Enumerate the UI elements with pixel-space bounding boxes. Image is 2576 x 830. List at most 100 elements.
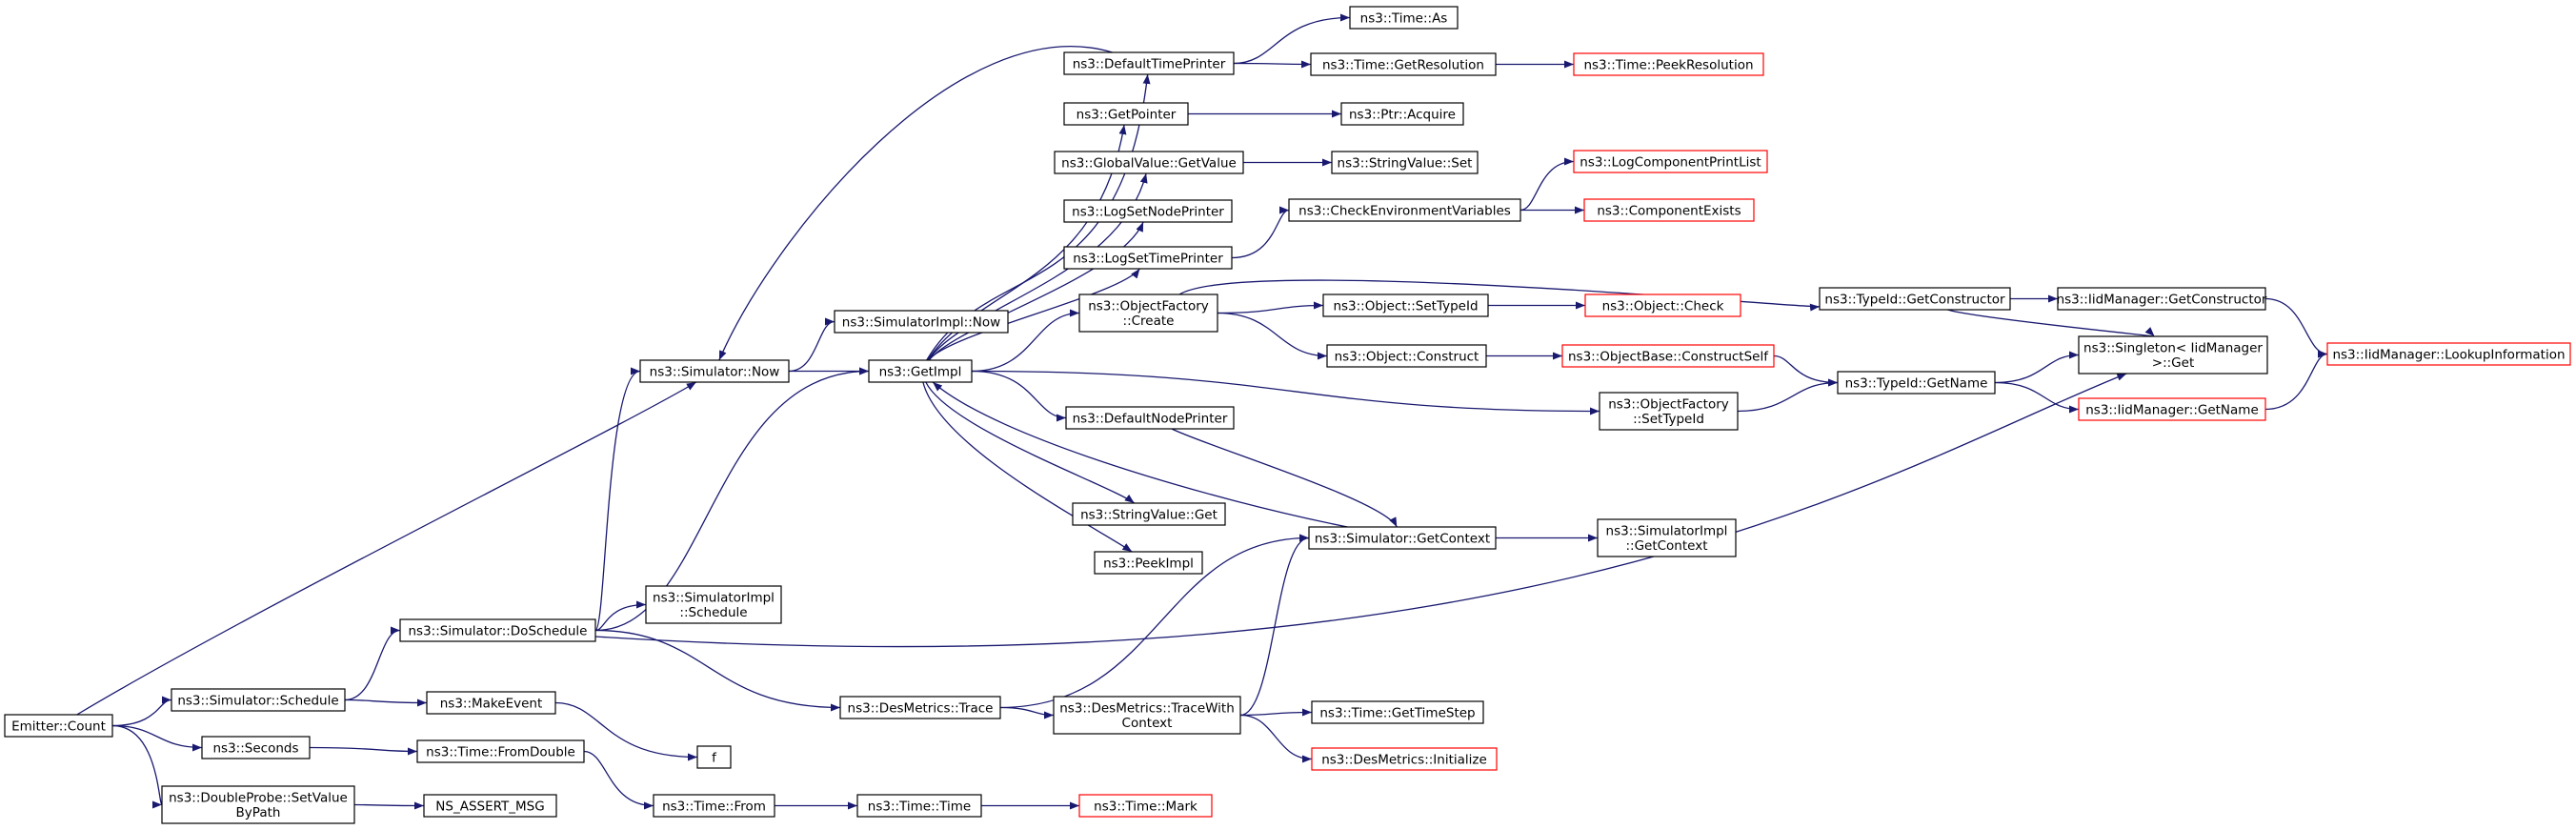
node-label: ns3::DesMetrics::Initialize xyxy=(1321,752,1487,767)
node-box xyxy=(1819,287,2011,311)
node-label: ns3::TypeId::GetName xyxy=(1845,375,1988,391)
node-label: NS_ASSERT_MSG xyxy=(435,799,544,814)
edge-check-env-vars-to-log-component-print-list xyxy=(1519,157,1575,212)
node-dm-trace[interactable]: ns3::DesMetrics::Trace xyxy=(839,696,1001,719)
node-label: ns3::ObjectFactory xyxy=(1608,397,1729,413)
node-time-gettimestep[interactable]: ns3::Time::GetTimeStep xyxy=(1311,700,1484,724)
node-box xyxy=(1311,700,1484,724)
edge-default-time-printer-to-time-getresolution xyxy=(1233,60,1312,69)
edge-getimpl-to-of-create xyxy=(971,309,1080,373)
node-box xyxy=(1063,246,1233,270)
node-label: ns3::DesMetrics::Trace xyxy=(848,700,994,716)
node-box xyxy=(1288,198,1521,222)
node-label: ns3::Simulator::Now xyxy=(650,364,780,379)
edge-sim-getcontext-to-getimpl xyxy=(932,381,1348,528)
node-label: ns3::DefaultTimePrinter xyxy=(1073,56,1226,71)
node-time-getresolution[interactable]: ns3::Time::GetResolution xyxy=(1310,52,1497,76)
node-label: ns3::SimulatorImpl xyxy=(1606,524,1728,539)
node-peekimpl[interactable]: ns3::PeekImpl xyxy=(1094,551,1203,575)
node-sim-getcontext[interactable]: ns3::Simulator::GetContext xyxy=(1308,526,1497,550)
node-time-as[interactable]: ns3::Time::As xyxy=(1349,6,1459,30)
node-getimpl[interactable]: ns3::GetImpl xyxy=(868,359,973,383)
edge-iidmgr-getname-to-iidmgr-lookupinfo xyxy=(2264,350,2328,411)
node-make-event[interactable]: ns3::MakeEvent xyxy=(426,691,556,715)
node-time-mark[interactable]: ns3::Time::Mark xyxy=(1078,794,1213,818)
node-of-settypeid[interactable]: ns3::ObjectFactory::SetTypeId xyxy=(1599,392,1739,431)
node-label: ns3::Time::PeekResolution xyxy=(1583,57,1753,72)
node-sim-schedule[interactable]: ns3::Simulator::Schedule xyxy=(171,688,346,712)
node-objectbase-constructself[interactable]: ns3::ObjectBase::ConstructSelf xyxy=(1561,344,1775,368)
node-simimpl-getcontext[interactable]: ns3::SimulatorImpl::GetContext xyxy=(1597,518,1737,557)
edge-typeid-getname-to-singleton-get xyxy=(1994,351,2080,384)
node-label: ns3::SimulatorImpl xyxy=(653,591,775,606)
node-box xyxy=(1054,151,1244,174)
node-box xyxy=(1837,371,1996,395)
node-default-node-printer[interactable]: ns3::DefaultNodePrinter xyxy=(1065,406,1235,430)
node-label: ns3::MakeEvent xyxy=(440,696,543,711)
node-label: ns3::ObjectFactory xyxy=(1088,299,1209,314)
node-box xyxy=(1573,150,1768,173)
node-f[interactable]: f xyxy=(696,745,732,769)
node-time-fromdouble[interactable]: ns3::Time::FromDouble xyxy=(416,739,585,763)
edge-objectbase-constructself-to-typeid-getname xyxy=(1773,354,1839,387)
node-sim-now[interactable]: ns3::Simulator::Now xyxy=(639,359,790,383)
node-typeid-getconstructor[interactable]: ns3::TypeId::GetConstructor xyxy=(1819,287,2011,311)
edge-getimpl-to-getpointer xyxy=(927,124,1127,361)
nodes-layer: Emitter::Countns3::Simulator::Schedulens… xyxy=(4,6,2571,824)
node-iidmgr-lookupinfo[interactable]: ns3::IidManager::LookupInformation xyxy=(2326,342,2571,366)
node-object-construct[interactable]: ns3::Object::Construct xyxy=(1326,344,1487,368)
node-box xyxy=(1063,51,1235,75)
node-seconds[interactable]: ns3::Seconds xyxy=(201,736,311,759)
node-label: ns3::LogSetTimePrinter xyxy=(1073,251,1223,266)
node-simimpl-now[interactable]: ns3::SimulatorImpl::Now xyxy=(834,310,1009,334)
edge-iidmgr-getconstructor-to-iidmgr-lookupinfo xyxy=(2264,297,2328,358)
node-sv-set[interactable]: ns3::StringValue::Set xyxy=(1331,151,1479,174)
node-label: ns3::Time::From xyxy=(662,799,766,814)
node-iidmgr-getname[interactable]: ns3::IidManager::GetName xyxy=(2078,397,2266,421)
node-default-time-printer[interactable]: ns3::DefaultTimePrinter xyxy=(1063,51,1235,75)
node-box xyxy=(1583,198,1755,222)
node-ptr-acquire[interactable]: ns3::Ptr::Acquire xyxy=(1340,102,1464,126)
node-of-create[interactable]: ns3::ObjectFactory::Create xyxy=(1078,294,1218,333)
node-sim-doschedule[interactable]: ns3::Simulator::DoSchedule xyxy=(399,618,596,642)
node-typeid-getname[interactable]: ns3::TypeId::GetName xyxy=(1837,371,1996,395)
edge-getimpl-to-peekimpl xyxy=(922,381,1133,553)
node-check-env-vars[interactable]: ns3::CheckEnvironmentVariables xyxy=(1288,198,1521,222)
node-label: ns3::Time::GetResolution xyxy=(1322,57,1484,72)
node-ns-assert[interactable]: NS_ASSERT_MSG xyxy=(423,794,557,818)
node-dm-initialize[interactable]: ns3::DesMetrics::Initialize xyxy=(1311,747,1498,771)
node-sv-get[interactable]: ns3::StringValue::Get xyxy=(1072,502,1226,526)
node-log-component-print-list[interactable]: ns3::LogComponentPrintList xyxy=(1573,150,1768,173)
node-label: ns3::Simulator::Schedule xyxy=(177,693,338,708)
node-time-time[interactable]: ns3::Time::Time xyxy=(856,794,982,818)
node-log-set-node-printer[interactable]: ns3::LogSetNodePrinter xyxy=(1063,199,1233,223)
node-iidmgr-getconstructor[interactable]: ns3::IidManager::GetConstructor xyxy=(2057,287,2267,311)
node-label: ns3::Time::As xyxy=(1360,10,1448,26)
node-label: ns3::Time::FromDouble xyxy=(426,744,575,759)
edge-dm-tracewith-to-time-gettimestep xyxy=(1239,708,1313,717)
edge-emitter-count-to-seconds xyxy=(111,724,203,752)
node-label: ns3::Seconds xyxy=(213,740,299,756)
node-time-peekresolution[interactable]: ns3::Time::PeekResolution xyxy=(1573,52,1764,76)
node-box xyxy=(426,691,556,715)
node-object-check[interactable]: ns3::Object::Check xyxy=(1584,294,1741,317)
node-getpointer[interactable]: ns3::GetPointer xyxy=(1063,102,1189,126)
node-singleton-get[interactable]: ns3::Singleton< IidManager >::Get xyxy=(2078,335,2268,375)
edge-dm-trace-to-dm-tracewith xyxy=(999,706,1055,719)
node-object-settypeid[interactable]: ns3::Object::SetTypeId xyxy=(1322,294,1489,317)
node-simimpl-schedule[interactable]: ns3::SimulatorImpl::Schedule xyxy=(645,585,782,624)
node-box xyxy=(1331,151,1479,174)
node-box xyxy=(2326,342,2571,366)
node-time-from[interactable]: ns3::Time::From xyxy=(653,794,775,818)
edge-dm-tracewith-to-sim-getcontext xyxy=(1239,534,1310,717)
node-box xyxy=(696,745,732,769)
edge-seconds-to-time-fromdouble xyxy=(309,746,418,756)
node-box xyxy=(2057,287,2266,311)
node-gv-getvalue[interactable]: ns3::GlobalValue::GetValue xyxy=(1054,151,1244,174)
node-component-exists[interactable]: ns3::ComponentExists xyxy=(1583,198,1755,222)
node-log-set-time-printer[interactable]: ns3::LogSetTimePrinter xyxy=(1063,246,1233,270)
node-label: ns3::CheckEnvironmentVariables xyxy=(1298,203,1511,218)
